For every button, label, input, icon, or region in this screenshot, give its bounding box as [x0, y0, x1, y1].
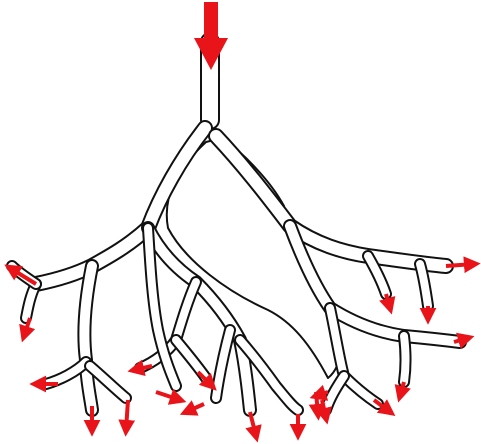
outlet-arrow-icon-18	[446, 264, 474, 266]
outlet-arrow-icon-5	[126, 400, 128, 430]
channel-mid-left2-fill	[176, 340, 206, 378]
channel-walls	[12, 42, 460, 410]
outlet-arrow-icon-20	[316, 392, 318, 414]
outlet-arrow-icon-7	[156, 392, 180, 400]
channel-right-main-fill	[216, 136, 446, 266]
arrow-down-icon	[194, 2, 228, 70]
outlet-arrow-icon-9	[186, 404, 204, 412]
channel-right-low2-fill	[404, 336, 406, 382]
